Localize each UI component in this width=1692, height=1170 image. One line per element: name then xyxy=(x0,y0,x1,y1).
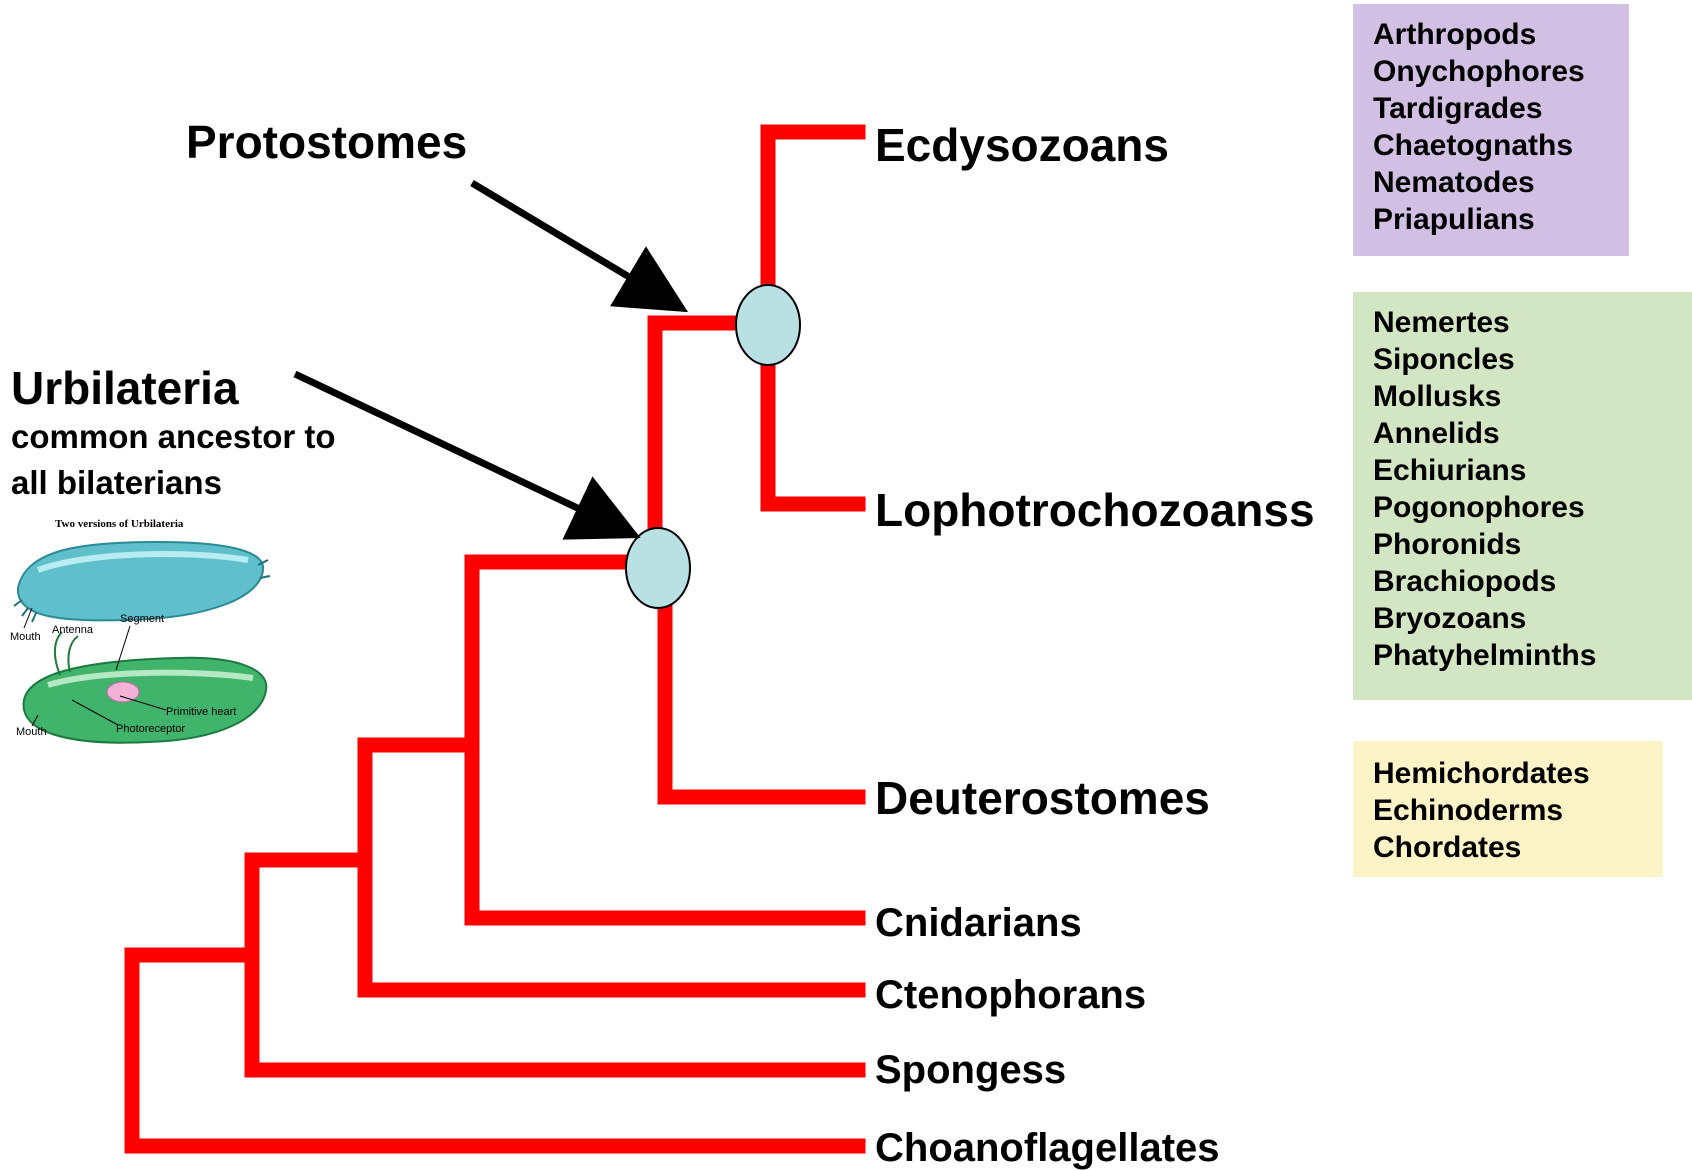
group-member: Annelids xyxy=(1373,415,1672,452)
urbilateria-caption-line2: all bilaterians xyxy=(11,466,222,499)
label-mouth-bottom: Mouth xyxy=(16,726,47,738)
group-member: Priapulians xyxy=(1373,201,1609,238)
node-protostomes xyxy=(736,285,800,365)
group-member: Brachiopods xyxy=(1373,563,1672,600)
urbilateria-caption-line1: common ancestor to xyxy=(11,420,336,453)
group-member: Mollusks xyxy=(1373,378,1672,415)
group-member: Arthropods xyxy=(1373,16,1609,53)
label-antenna: Antenna xyxy=(52,624,94,636)
worm-top-image xyxy=(14,542,270,622)
branch-lophotrochozoans xyxy=(768,368,858,504)
label-photoreceptor: Photoreceptor xyxy=(116,723,185,735)
label-segment: Segment xyxy=(120,613,164,625)
branch-ctenophorans xyxy=(365,745,858,990)
taxon-cnidarians: Cnidarians xyxy=(875,903,1082,943)
group-member: Bryozoans xyxy=(1373,600,1672,637)
group-member: Chordates xyxy=(1373,829,1643,866)
group-member: Echiurians xyxy=(1373,452,1672,489)
arrow-protostomes xyxy=(472,183,676,305)
arrow-urbilateria xyxy=(295,374,628,532)
group-member: Onychophores xyxy=(1373,53,1609,90)
label-primitive-heart: Primitive heart xyxy=(166,706,236,718)
group-member: Nematodes xyxy=(1373,164,1609,201)
branch-sponges xyxy=(252,860,858,1070)
taxon-ctenophorans: Ctenophorans xyxy=(875,975,1146,1015)
urbilateria-label: Urbilateria xyxy=(11,365,239,411)
group-member: Echinoderms xyxy=(1373,792,1643,829)
branch-ecdysozoans xyxy=(768,132,858,285)
taxon-sponges: Spongess xyxy=(875,1050,1066,1090)
branch-protostome-stem xyxy=(655,323,735,555)
group-member: Tardigrades xyxy=(1373,90,1609,127)
group-member: Phatyhelminths xyxy=(1373,637,1672,674)
taxon-ecdysozoans: Ecdysozoans xyxy=(875,122,1169,168)
branch-deuterostomes xyxy=(665,605,858,797)
taxon-deuterostomes: Deuterostomes xyxy=(875,775,1210,821)
urbilateria-illustration: Two versions of Urbilateria Mouth Antenn… xyxy=(8,510,273,800)
label-mouth-top: Mouth xyxy=(10,631,41,643)
taxon-choanoflagellates: Choanoflagellates xyxy=(875,1128,1220,1168)
taxon-lophotrochozoans: Lophotrochozoanss xyxy=(875,487,1315,533)
group-member: Nemertes xyxy=(1373,304,1672,341)
group-member: Pogonophores xyxy=(1373,489,1672,526)
illustration-title: Two versions of Urbilateria xyxy=(55,518,184,530)
protostomes-label: Protostomes xyxy=(186,119,467,165)
node-urbilateria xyxy=(626,528,690,608)
group-member: Phoronids xyxy=(1373,526,1672,563)
group-member: Hemichordates xyxy=(1373,755,1643,792)
group-member: Siponcles xyxy=(1373,341,1672,378)
group-member: Chaetognaths xyxy=(1373,127,1609,164)
